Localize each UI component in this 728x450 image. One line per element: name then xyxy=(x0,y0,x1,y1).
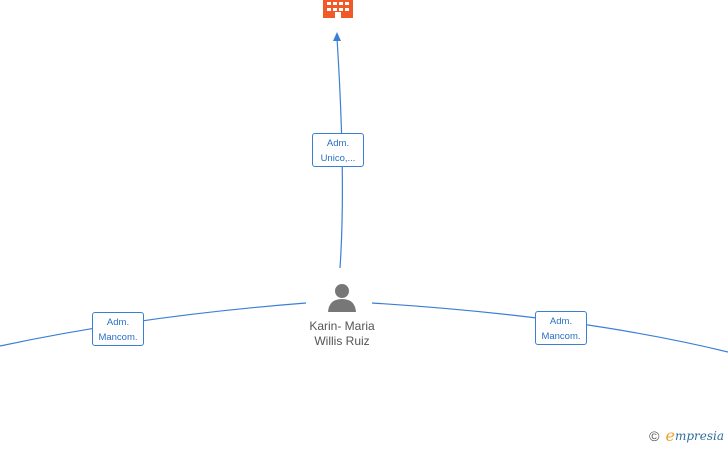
person-icon xyxy=(328,284,356,312)
edge-label-to-left[interactable]: Adm. Mancom. xyxy=(92,312,144,346)
person-name-line2: Willis Ruiz xyxy=(314,334,370,348)
person-node[interactable]: Karin- Maria Willis Ruiz xyxy=(292,282,392,349)
edge-label-line1: Adm. xyxy=(106,317,130,328)
edge-label-line1: Adm. xyxy=(549,316,573,327)
brand-watermark: © e mpresia xyxy=(649,426,724,445)
arrow-head-icon xyxy=(333,32,341,41)
brand-initial: e xyxy=(665,426,675,445)
company-node[interactable] xyxy=(322,0,354,18)
edge-label-line1: Adm. xyxy=(326,138,350,149)
brand-name: mpresia xyxy=(674,428,724,443)
edge-label-line2: Mancom. xyxy=(541,331,581,342)
edge-label-line2: Mancom. xyxy=(98,332,138,343)
edge-label-to-company[interactable]: Adm. Unico,... xyxy=(312,133,364,167)
edge-to-left[interactable] xyxy=(0,302,307,347)
edge-label-to-right[interactable]: Adm. Mancom. xyxy=(535,311,587,345)
copyright-icon: © xyxy=(649,427,660,444)
building-icon xyxy=(323,0,353,18)
person-name[interactable]: Karin- Maria Willis Ruiz xyxy=(292,319,392,349)
person-name-line1: Karin- Maria xyxy=(309,319,375,333)
edge-label-line2: Unico,... xyxy=(320,153,356,164)
